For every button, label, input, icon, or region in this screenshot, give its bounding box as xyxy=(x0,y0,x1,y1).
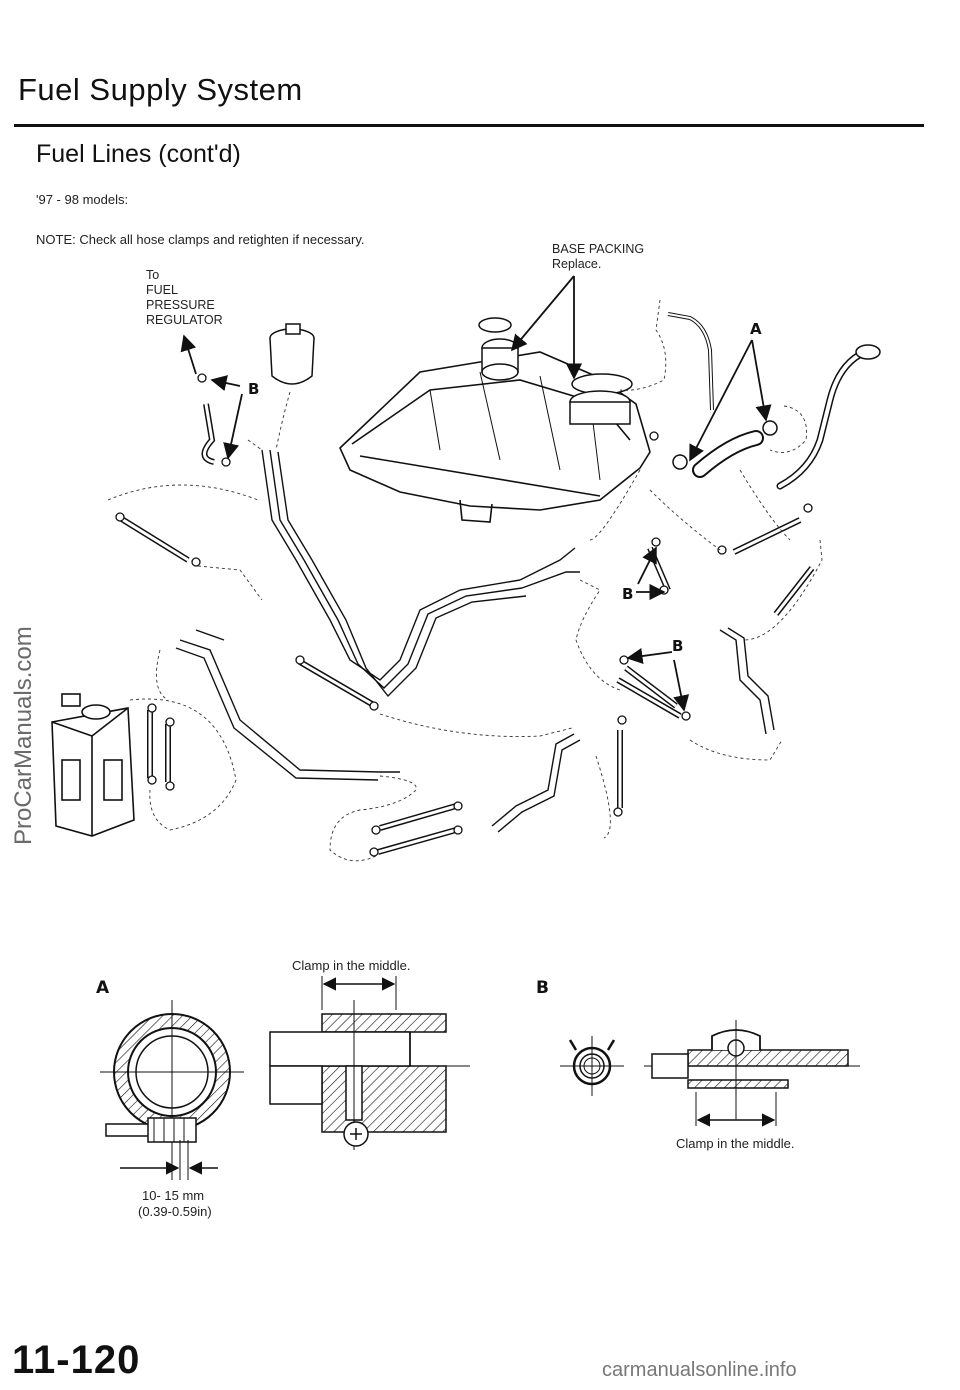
regulator-line-2: FUEL xyxy=(146,283,178,297)
section-title: Fuel Supply System xyxy=(18,72,303,107)
lower-left-lines xyxy=(175,629,400,781)
hose-clamp-a1 xyxy=(762,420,778,436)
base-packing-callout: BASE PACKING Replace. xyxy=(552,242,644,272)
detail-a-diagram xyxy=(100,976,470,1180)
regulator-line-4: REGULATOR xyxy=(146,313,223,327)
bottom-watermark: carmanualsonline.info xyxy=(602,1359,797,1381)
detail-b-caption: Clamp in the middle. xyxy=(676,1136,795,1151)
assembly-guides xyxy=(107,299,823,862)
detail-b-diagram xyxy=(560,1020,860,1127)
detail-a-dim-mm: 10- 15 mm xyxy=(142,1188,205,1203)
models-text: '97 - 98 models: xyxy=(36,192,129,207)
regulator-line-3: PRESSURE xyxy=(146,298,215,312)
page-number: 11-120 xyxy=(12,1338,141,1382)
pressure-regulator xyxy=(269,323,315,385)
hose-clamp-a2 xyxy=(672,454,688,470)
detail-a-caption: Clamp in the middle. xyxy=(292,958,411,973)
base-packing-label: BASE PACKING xyxy=(552,242,645,256)
fuel-line-bundle xyxy=(261,449,580,698)
callout-letter-b-low: B xyxy=(672,637,684,655)
regulator-callout: To FUEL PRESSURE REGULATOR xyxy=(146,268,223,328)
base-packing-action: Replace. xyxy=(552,257,602,271)
callout-letter-b-mid: B xyxy=(622,585,634,603)
subtitle: Fuel Lines (cont'd) xyxy=(36,140,241,168)
side-watermark: ProCarManuals.com xyxy=(10,626,37,845)
lower-middle-line xyxy=(491,733,581,833)
regulator-line-1: To xyxy=(146,268,160,282)
detail-b-letter: B xyxy=(536,978,549,998)
hose-clips xyxy=(115,373,813,857)
callout-letter-b-top: B xyxy=(248,380,260,398)
detail-a-letter: A xyxy=(96,978,110,998)
callout-arrows xyxy=(180,275,772,712)
fuel-pump-unit xyxy=(569,373,633,425)
header-rule xyxy=(14,124,924,127)
lower-right-pipe xyxy=(719,627,775,735)
evap-canister xyxy=(51,693,135,837)
detail-a-dim-in: (0.39-0.59in) xyxy=(138,1204,212,1219)
note-text: NOTE: Check all hose clamps and retighte… xyxy=(36,232,365,247)
tank-filler-cap xyxy=(478,317,519,381)
callout-letter-a: A xyxy=(750,320,762,338)
filler-hose xyxy=(692,430,764,478)
vent-pipe xyxy=(667,312,714,411)
